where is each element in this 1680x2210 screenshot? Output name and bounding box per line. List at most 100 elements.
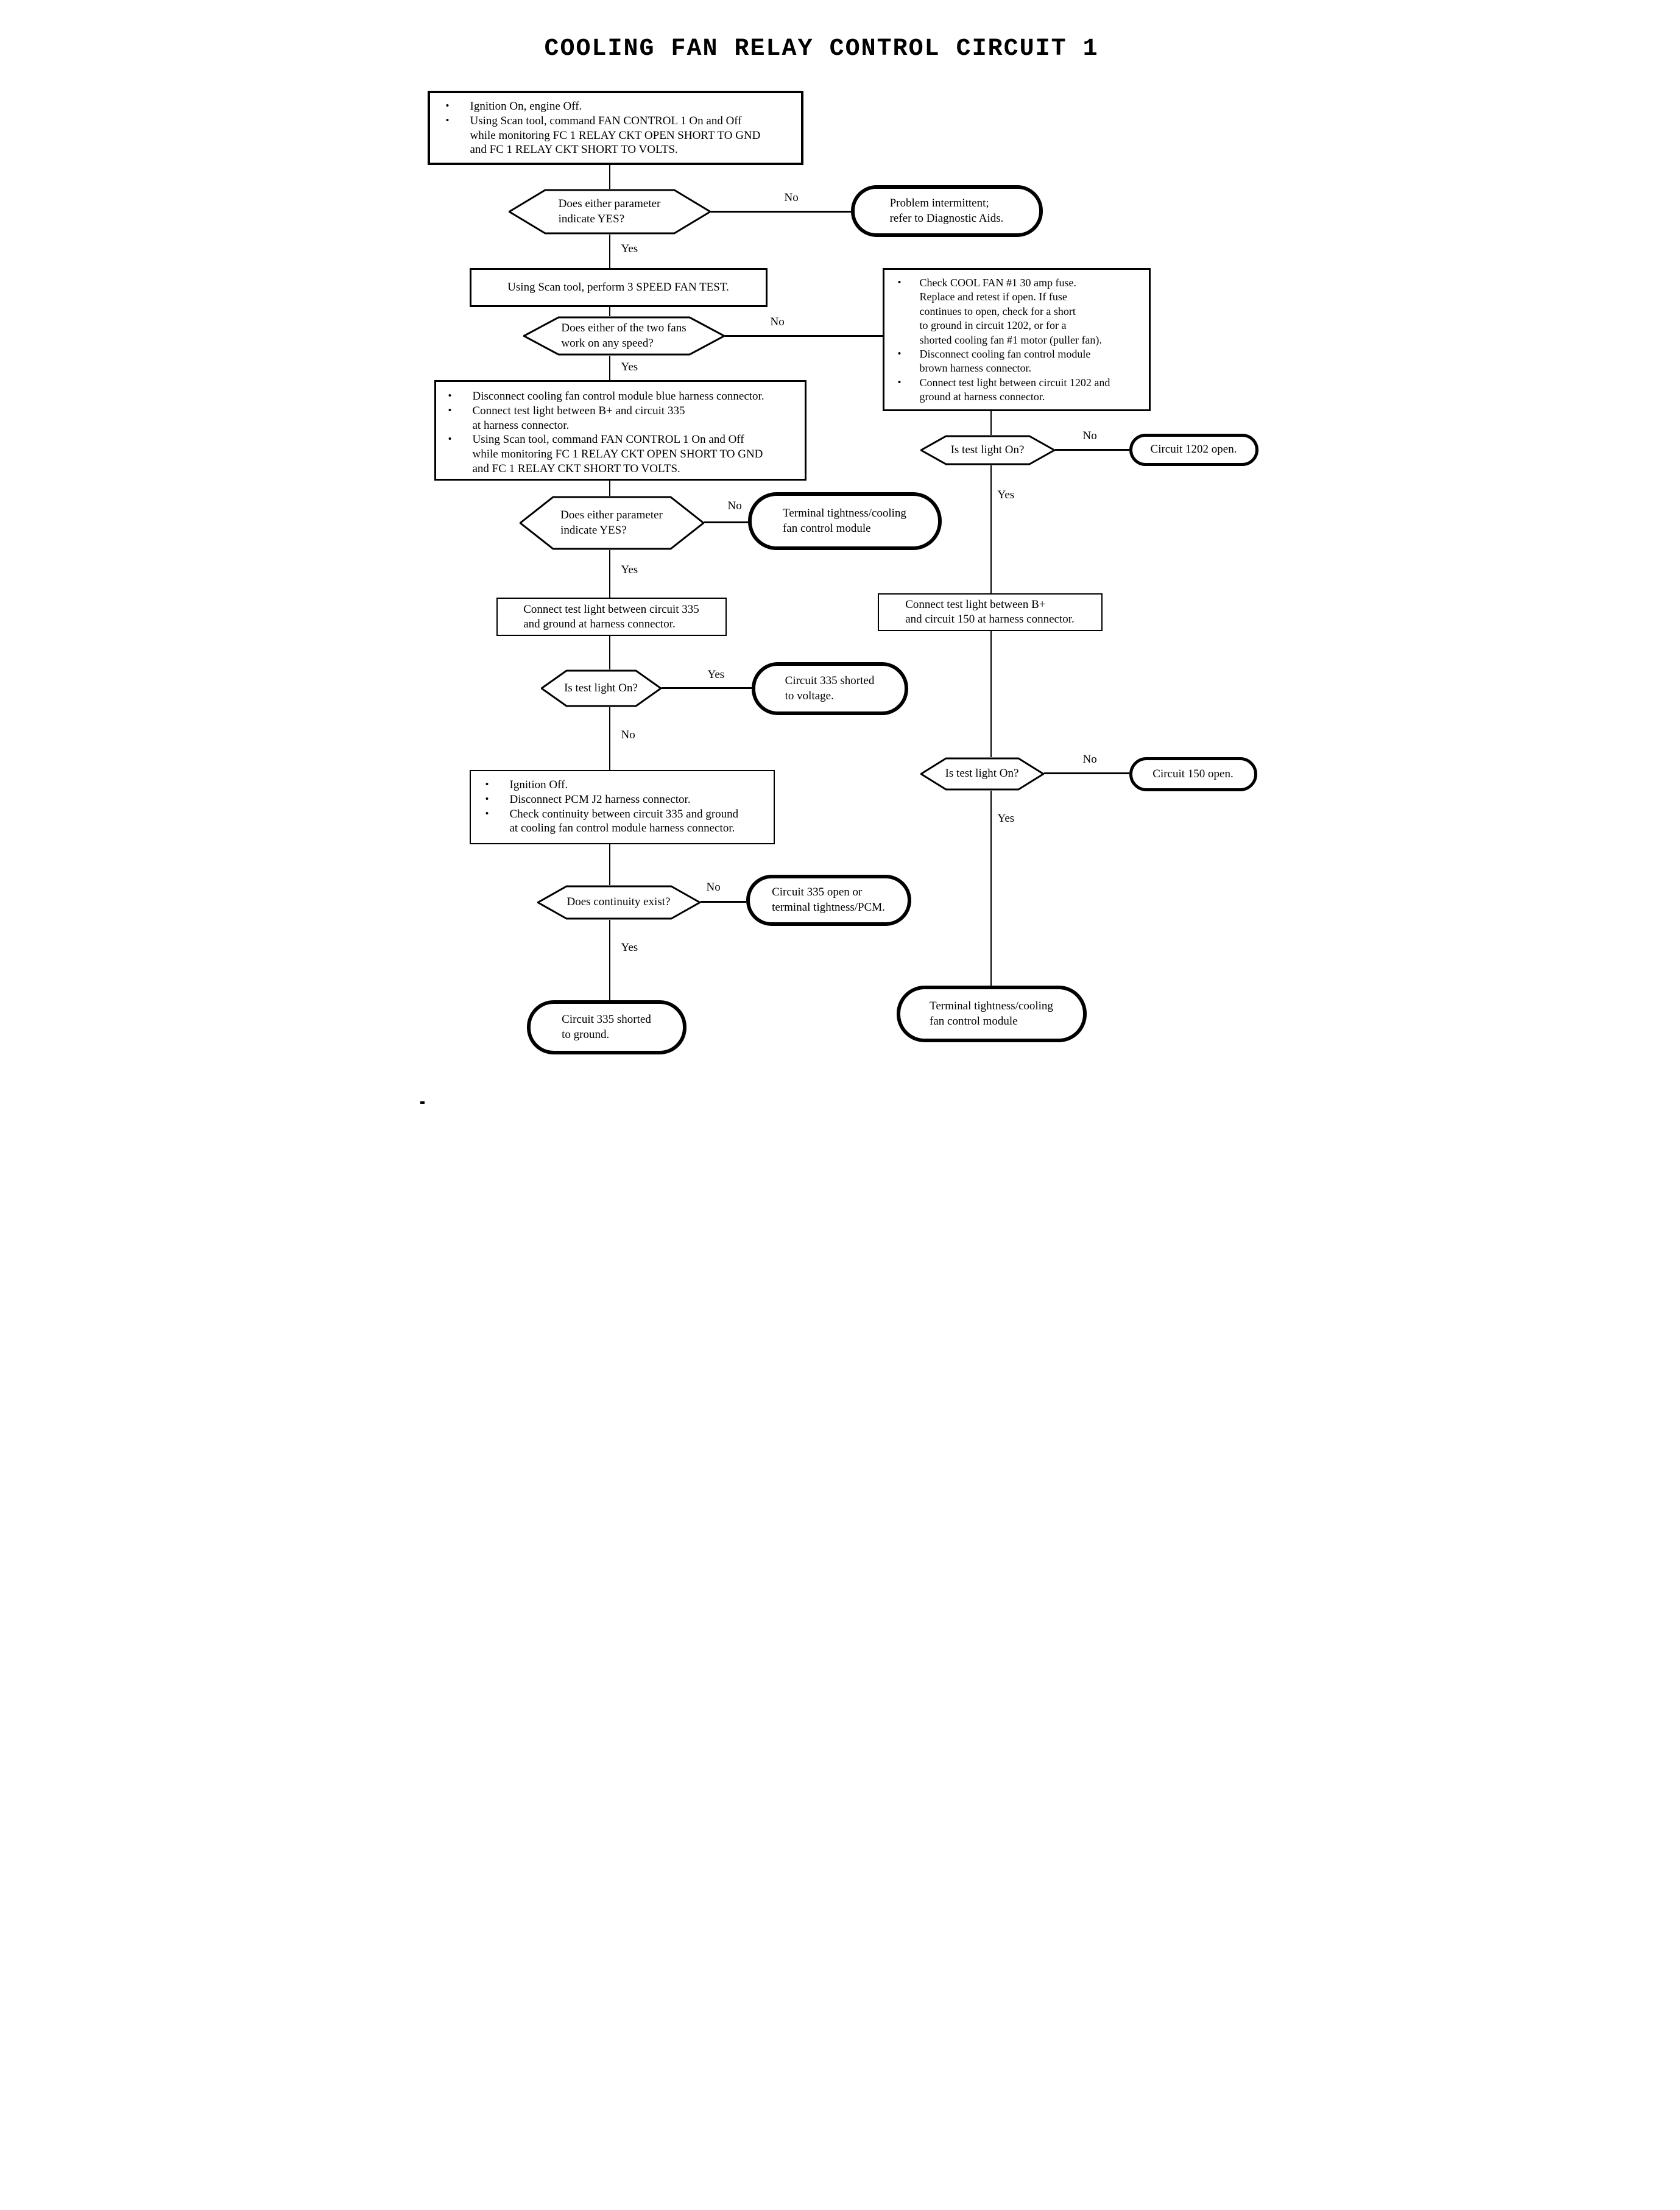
connector-line (1043, 772, 1129, 774)
terminal-335-shorted-ground: Circuit 335 shorted to ground. (526, 1000, 686, 1054)
bullet-text: Disconnect cooling fan control module bl… (472, 390, 764, 403)
bullet-icon: • (485, 778, 489, 790)
decision-text: Does either of the two fans work on any … (561, 321, 686, 350)
edge-label-no: No (621, 729, 635, 741)
connector-line (990, 411, 992, 435)
edge-label-no: No (727, 500, 742, 512)
connect-test-light-150-box: Connect test light between B+ and circui… (877, 593, 1103, 631)
terminal-text: Circuit 150 open. (1152, 767, 1234, 780)
decision-parameter-yes-2: Does either parameter indicate YES? (519, 496, 704, 550)
connector-line (990, 465, 992, 593)
terminal-tightness-module-2: Terminal tightness/cooling fan control m… (896, 986, 1087, 1042)
hexagon-shape (920, 757, 1044, 791)
connector-line (704, 521, 748, 523)
bullet-icon: • (448, 433, 452, 445)
bullet-icon: • (445, 114, 450, 126)
terminal-text: Circuit 335 shorted to ground. (562, 1012, 651, 1041)
bullet-item: • Using Scan tool, command FAN CONTROL 1 … (448, 432, 801, 476)
bullet-item: • Check COOL FAN #1 30 amp fuse. Replace … (898, 276, 1146, 347)
bullet-item: •Disconnect cooling fan control module b… (898, 347, 1146, 376)
terminal-text: Circuit 335 open or terminal tightness/P… (772, 886, 885, 914)
edge-label-no: No (1082, 429, 1097, 442)
process-text: Using Scan tool, perform 3 SPEED FAN TES… (507, 281, 729, 294)
bullet-item: •Ignition Off. (485, 778, 770, 793)
hexagon-shape (519, 496, 704, 550)
start-instructions-box: •Ignition On, engine Off. • Using Scan to… (427, 91, 803, 165)
edge-label-yes: Yes (707, 668, 725, 681)
connector-line (1054, 449, 1129, 451)
bullet-text: Disconnect cooling fan control module br… (919, 347, 1091, 375)
bullet-item: •Ignition On, engine Off. (446, 99, 796, 114)
bullet-text: Connect test light between circuit 1202 … (919, 376, 1110, 403)
flowchart-page: COOLING FAN RELAY CONTROL CIRCUIT 1 •Ign… (420, 0, 1260, 1105)
bullet-text: Using Scan tool, command FAN CONTROL 1 O… (470, 114, 761, 157)
edge-label-yes: Yes (997, 812, 1015, 825)
edge-label-no: No (1082, 753, 1097, 766)
edge-label-no: No (706, 881, 721, 894)
bullet-text: Using Scan tool, command FAN CONTROL 1 O… (472, 433, 763, 475)
bullet-item: •Connect test light between B+ and circu… (448, 404, 801, 433)
hexagon-shape (920, 435, 1055, 465)
ignition-off-instructions-box: •Ignition Off. •Disconnect PCM J2 harnes… (469, 770, 775, 844)
terminal-text: Circuit 335 shorted to voltage. (785, 674, 875, 702)
connector-line (609, 920, 610, 1000)
connector-line (609, 235, 610, 268)
connect-test-light-335-box: Connect test light between circuit 335 a… (496, 598, 727, 636)
decision-continuity-exists: Does continuity exist? (537, 885, 701, 920)
hexagon-shape (540, 669, 662, 707)
terminal-text: Problem intermittent; refer to Diagnosti… (889, 196, 1004, 225)
decision-text: Is test light On? (564, 681, 638, 694)
bullet-text: Check COOL FAN #1 30 amp fuse. Replace a… (919, 277, 1102, 346)
connector-line (990, 631, 992, 757)
bullet-item: •Check continuity between circuit 335 an… (485, 807, 770, 836)
check-fuse-instructions-box: • Check COOL FAN #1 30 amp fuse. Replace … (882, 268, 1151, 411)
decision-text: Does continuity exist? (566, 895, 671, 909)
bullet-list: •Ignition On, engine Off. • Using Scan to… (430, 93, 801, 162)
decision-parameter-yes-1: Does either parameter indicate YES? (508, 189, 711, 235)
connector-line (700, 901, 746, 903)
edge-label-no: No (770, 316, 785, 328)
bullet-item: • Using Scan tool, command FAN CONTROL 1 … (446, 114, 796, 157)
terminal-1202-open: Circuit 1202 open. (1129, 434, 1258, 466)
process-text: Connect test light between circuit 335 a… (523, 602, 699, 630)
connector-line (609, 356, 610, 380)
edge-label-yes: Yes (997, 489, 1015, 501)
process-text: Connect test light between B+ and circui… (905, 598, 1075, 626)
connector-line (609, 165, 610, 189)
terminal-335-open-pcm: Circuit 335 open or terminal tightness/P… (746, 875, 911, 926)
bullet-icon: • (897, 277, 902, 288)
bullet-text: Disconnect PCM J2 harness connector. (509, 793, 691, 806)
decision-text: Does either parameter indicate YES? (560, 508, 663, 537)
connector-line (609, 307, 610, 316)
terminal-tightness-module-1: Terminal tightness/cooling fan control m… (747, 492, 942, 550)
connector-line (710, 211, 851, 213)
bullet-list: •Ignition Off. •Disconnect PCM J2 harnes… (471, 771, 774, 839)
hexagon-shape (508, 189, 711, 235)
terminal-text: Circuit 1202 open. (1150, 443, 1237, 456)
terminal-text: Terminal tightness/cooling fan control m… (783, 506, 906, 535)
connector-line (609, 844, 610, 885)
terminal-text: Terminal tightness/cooling fan control m… (930, 999, 1053, 1028)
decision-test-light-150: Is test light On? (920, 757, 1044, 791)
hexagon-shape (523, 316, 725, 356)
edge-label-yes: Yes (621, 941, 638, 954)
bullet-icon: • (485, 807, 489, 819)
bullet-item: •Disconnect cooling fan control module b… (448, 389, 801, 404)
decision-text: Is test light On? (950, 443, 1025, 456)
process-3-speed-fan-test: Using Scan tool, perform 3 SPEED FAN TES… (469, 268, 768, 307)
connector-line (609, 707, 610, 770)
connector-line (609, 636, 610, 669)
page-title: COOLING FAN RELAY CONTROL CIRCUIT 1 (544, 35, 1099, 63)
bullet-item: •Disconnect PCM J2 harness connector. (485, 793, 770, 807)
edge-label-yes: Yes (621, 563, 638, 576)
bullet-icon: • (445, 100, 450, 111)
edge-label-yes: Yes (621, 361, 638, 373)
terminal-335-shorted-voltage: Circuit 335 shorted to voltage. (751, 662, 908, 715)
connector-line (990, 791, 992, 986)
terminal-150-open: Circuit 150 open. (1129, 757, 1257, 791)
bullet-list: • Check COOL FAN #1 30 amp fuse. Replace … (884, 270, 1149, 408)
decision-test-light-1: Is test light On? (540, 669, 662, 707)
bullet-list: • Disconnect cooling fan control module b… (436, 382, 805, 480)
bullet-icon: • (448, 404, 452, 416)
bullet-icon: • (897, 376, 902, 388)
